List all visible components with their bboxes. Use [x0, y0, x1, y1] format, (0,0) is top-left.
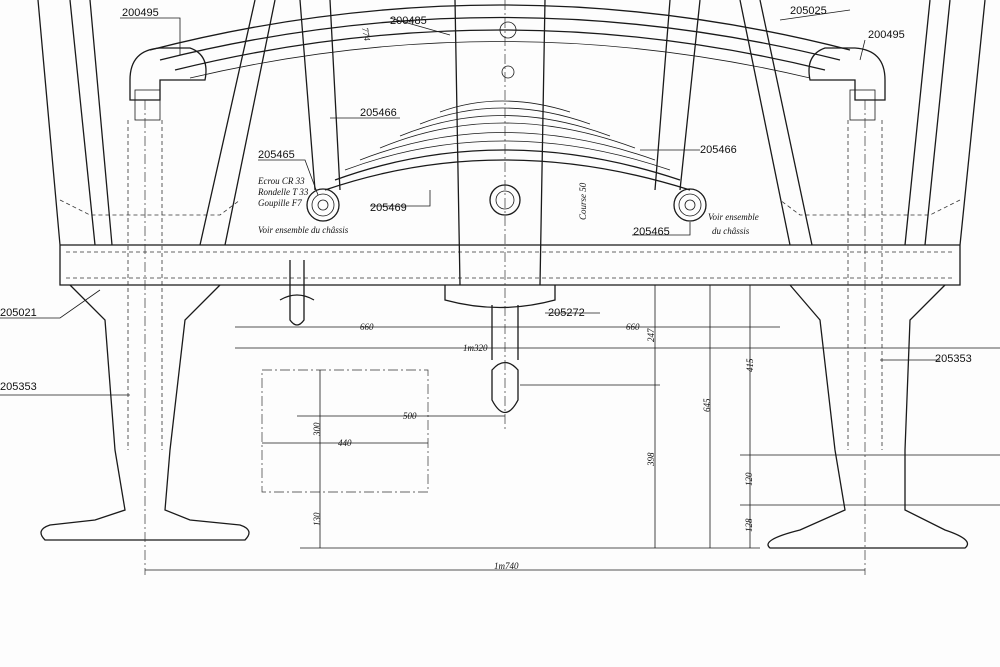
spring-eye-right [673, 188, 707, 222]
note-rondelle: Rondelle T 33 [257, 187, 309, 197]
leaf-spring-lower [324, 100, 691, 191]
dim-247: 247 [646, 328, 656, 342]
label-205353-right: 205353 [935, 353, 972, 365]
dim-1320: 1m320 [463, 343, 488, 353]
dim-120: 120 [744, 472, 754, 486]
chassis-frame [37, 0, 986, 286]
dim-774: 774 [360, 27, 372, 43]
dim-300: 300 [312, 422, 322, 437]
label-205469: 205469 [370, 202, 407, 214]
bracket-left [129, 47, 207, 121]
note-voir-left: Voir ensemble du châssis [258, 225, 349, 235]
note-voir-right-2: du châssis [712, 226, 750, 236]
dimension-lines [145, 285, 1000, 571]
dim-645: 645 [702, 398, 712, 412]
note-course: Course 50 [578, 182, 588, 220]
dimension-box [261, 369, 429, 493]
label-205021: 205021 [0, 307, 37, 319]
center-pin [444, 0, 556, 430]
dim-500: 500 [403, 411, 417, 421]
note-goupille: Goupille F7 [258, 198, 302, 208]
label-200495-left: 200495 [122, 7, 159, 19]
label-205272: 205272 [548, 307, 585, 319]
dim-130: 130 [312, 512, 322, 526]
dim-440: 440 [338, 438, 352, 448]
dim-398: 398 [646, 452, 656, 467]
bracket-right [808, 47, 886, 121]
label-205353-left: 205353 [0, 381, 37, 393]
note-voir-right-1: Voir ensemble [708, 212, 759, 222]
fitting-bolt [279, 260, 315, 326]
spring-eye-left [306, 188, 340, 222]
leader-lines [0, 9, 940, 396]
label-205465-left: 205465 [258, 149, 295, 161]
label-205466-left: 205466 [360, 107, 397, 119]
label-205466-right: 205466 [700, 144, 737, 156]
dim-660-right: 660 [626, 322, 640, 332]
leg-right [767, 100, 969, 575]
label-205465-right: 205465 [633, 226, 670, 238]
dim-660-left: 660 [360, 322, 374, 332]
label-205025: 205025 [790, 5, 827, 17]
dim-128: 128 [744, 518, 754, 532]
label-200495-right: 200495 [868, 29, 905, 41]
note-ecrou: Ecrou CR 33 [257, 176, 305, 186]
leaf-spring-upper [149, 4, 851, 79]
label-200485: 200485 [390, 15, 427, 27]
leg-left [40, 100, 250, 575]
dim-1740: 1m740 [494, 561, 519, 571]
dim-415: 415 [745, 358, 755, 372]
